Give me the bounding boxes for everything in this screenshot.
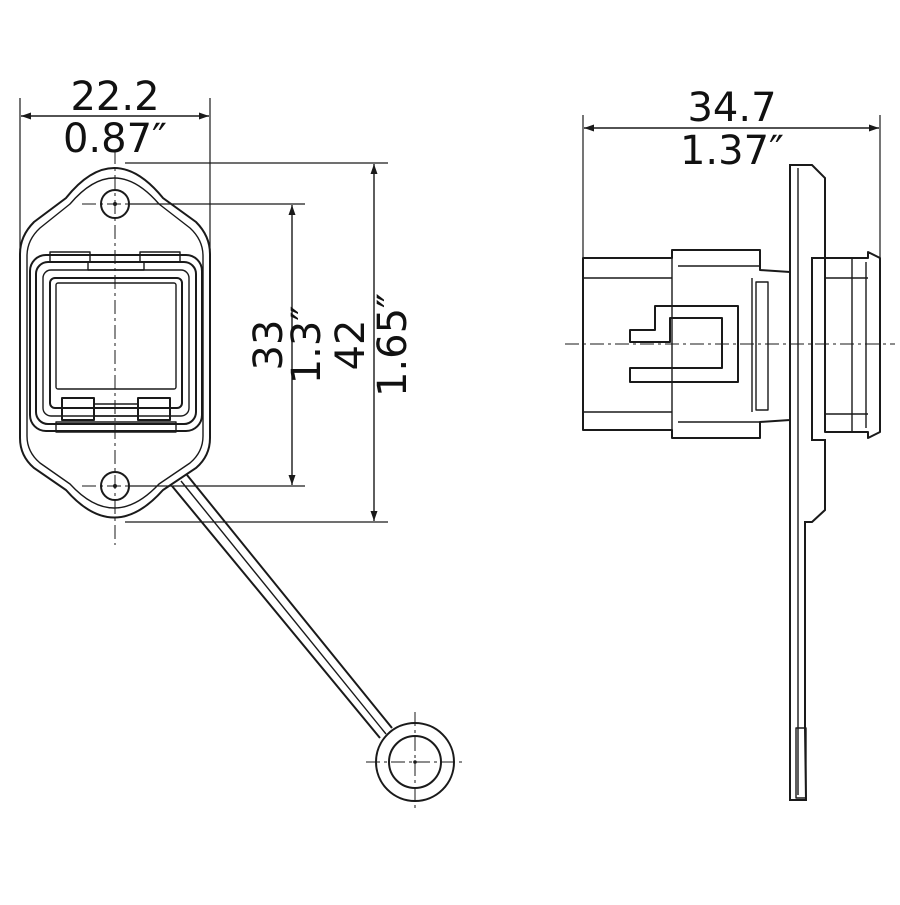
front-connector-nose [824,251,881,439]
width-mm-label: 22.2 [70,74,159,120]
hole-spacing-in-label: 1.3″ [284,306,330,385]
height-in-label: 1.65″ [370,293,416,397]
depth-in-label: 1.37″ [680,128,784,174]
dimension-depth: 34.7 1.37″ [582,85,881,260]
hole-spacing-mm-label: 33 [246,320,292,371]
side-view: 34.7 1.37″ [565,85,895,801]
connector-housing [29,251,203,433]
dust-cap [366,712,465,812]
front-view: 22.2 0.87″ 33 1.3″ 42 1.65″ [19,74,465,812]
width-in-label: 0.87″ [63,116,167,162]
depth-mm-label: 34.7 [687,85,776,131]
lanyard-strap [171,474,393,739]
height-mm-label: 42 [328,320,374,371]
side-flange [789,164,826,801]
dimension-width: 22.2 0.87″ [19,74,211,250]
dimension-height: 42 1.65″ [125,162,416,523]
dimension-hole-spacing: 33 1.3″ [130,203,330,487]
